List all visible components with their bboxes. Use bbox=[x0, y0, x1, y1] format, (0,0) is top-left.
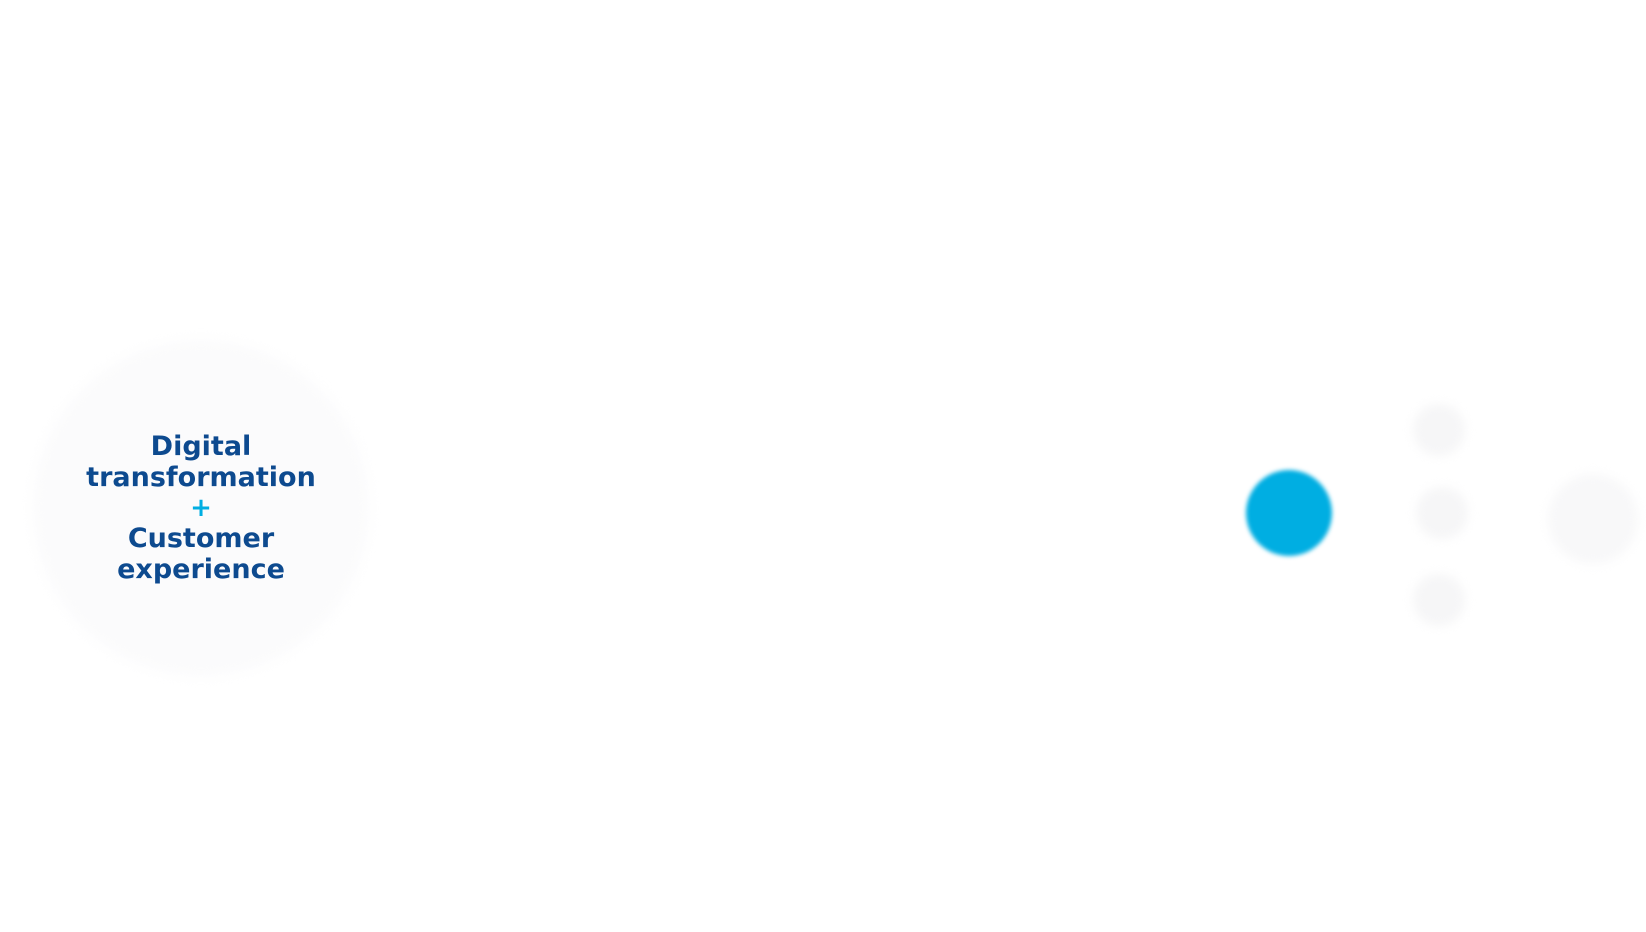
hero-heading: Digital transformation + Customer experi… bbox=[33, 340, 369, 676]
active-nav-dot[interactable] bbox=[1246, 470, 1332, 556]
plus-sign: + bbox=[190, 493, 212, 523]
hero-circle bbox=[33, 340, 369, 676]
nav-dot-middle[interactable] bbox=[1416, 487, 1468, 539]
hero-line-digital: Digital bbox=[150, 431, 252, 462]
nav-dot-right[interactable] bbox=[1548, 474, 1638, 564]
nav-dot-bottom[interactable] bbox=[1413, 574, 1465, 626]
hero-line-transformation: transformation bbox=[86, 462, 316, 493]
hero-line-experience: experience bbox=[117, 554, 285, 585]
hero-line-customer: Customer bbox=[127, 523, 275, 554]
nav-dot-top[interactable] bbox=[1413, 404, 1465, 456]
